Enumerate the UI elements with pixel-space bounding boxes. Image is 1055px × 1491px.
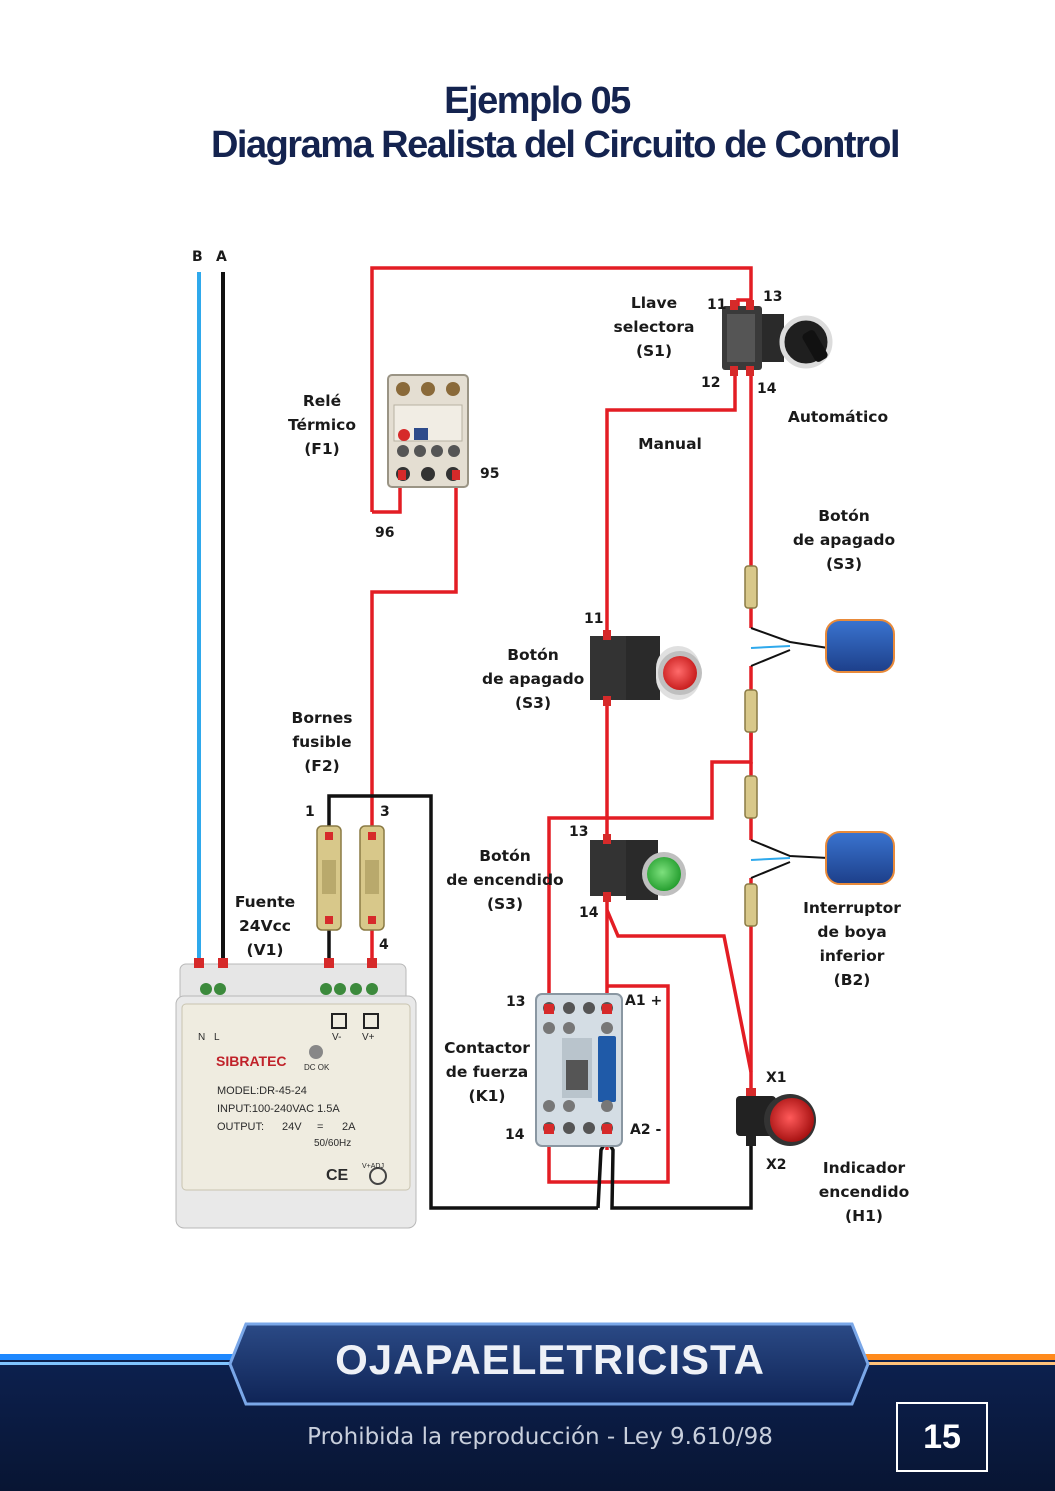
terminal-s1-12: 12: [701, 375, 721, 391]
terminal-f2-1: 1: [305, 804, 315, 820]
footer-banner: [0, 1322, 1055, 1491]
terminal-k1-13: 13: [506, 994, 526, 1010]
wires-black: [327, 794, 753, 1210]
fuse-terminal-3: [359, 825, 385, 931]
terminal-on-14: 14: [579, 905, 599, 921]
label-automatico: Automático: [787, 408, 889, 426]
push-button-on: [590, 834, 686, 902]
terminal-h1-x1: X1: [766, 1070, 787, 1086]
terminal-s1-14: 14: [757, 381, 777, 397]
terminal-k1-a2: A2 -: [630, 1122, 662, 1138]
page-title-line1: Ejemplo 05: [444, 80, 631, 122]
splice-terminals: [744, 565, 758, 927]
thermal-relay-f1: [387, 374, 469, 488]
terminal-s1-13: 13: [763, 289, 783, 305]
line-b-label: B: [192, 249, 203, 265]
page-number: 15: [896, 1402, 988, 1472]
psu-output-eq: =: [317, 1121, 323, 1133]
psu-vplus: V+: [362, 1032, 375, 1043]
push-button-off: [590, 630, 702, 706]
pilot-light-h1: [736, 1088, 816, 1146]
psu-freq: 50/60Hz: [314, 1138, 351, 1149]
terminal-on-13: 13: [569, 824, 589, 840]
psu-ce: CE: [326, 1167, 349, 1184]
psu-vadj: V+ADJ: [362, 1163, 384, 1170]
psu-brand: SIBRATEC: [216, 1053, 287, 1069]
float-switch-upper: [750, 619, 895, 673]
page-title-line2: Diagrama Realista del Circuito de Contro…: [210, 124, 901, 166]
terminal-h1-x2: X2: [766, 1157, 787, 1173]
terminal-off-11: 11: [584, 611, 604, 627]
selector-switch-s1: [722, 300, 833, 376]
psu-n: N: [198, 1032, 205, 1043]
footer-legal: Prohibida la reproducción - Ley 9.610/98: [307, 1424, 773, 1450]
psu-output-a: 2A: [342, 1121, 356, 1133]
psu-dc-ok: DC OK: [304, 1063, 330, 1072]
label-manual: Manual: [638, 435, 702, 453]
terminal-f1-95: 95: [480, 466, 500, 482]
psu-input: INPUT:100-240VAC 1.5A: [217, 1103, 340, 1115]
footer-brand: OJAPAELETRICISTA: [335, 1336, 765, 1383]
terminal-k1-14: 14: [505, 1127, 525, 1143]
power-supply-v1: N L V- V+ SIBRATEC DC OK MODEL:DR-45-24 …: [175, 958, 417, 1229]
circuit-diagram: N L V- V+ SIBRATEC DC OK MODEL:DR-45-24 …: [175, 266, 895, 1229]
psu-model: MODEL:DR-45-24: [217, 1085, 307, 1097]
terminal-k1-a1: A1 +: [625, 993, 663, 1009]
terminal-f2-4: 4: [379, 937, 389, 953]
psu-output-v: 24V: [282, 1121, 302, 1133]
float-switch-lower: [750, 831, 895, 885]
line-a-label: A: [216, 249, 227, 265]
psu-l: L: [214, 1032, 220, 1043]
psu-vminus: V-: [332, 1032, 341, 1043]
terminal-s1-11: 11: [707, 297, 727, 313]
contactor-k1: [535, 993, 623, 1147]
psu-output-label: OUTPUT:: [217, 1121, 264, 1133]
fuse-terminal-1: [316, 825, 342, 931]
terminal-f2-3: 3: [380, 804, 390, 820]
terminal-f1-96: 96: [375, 525, 395, 541]
